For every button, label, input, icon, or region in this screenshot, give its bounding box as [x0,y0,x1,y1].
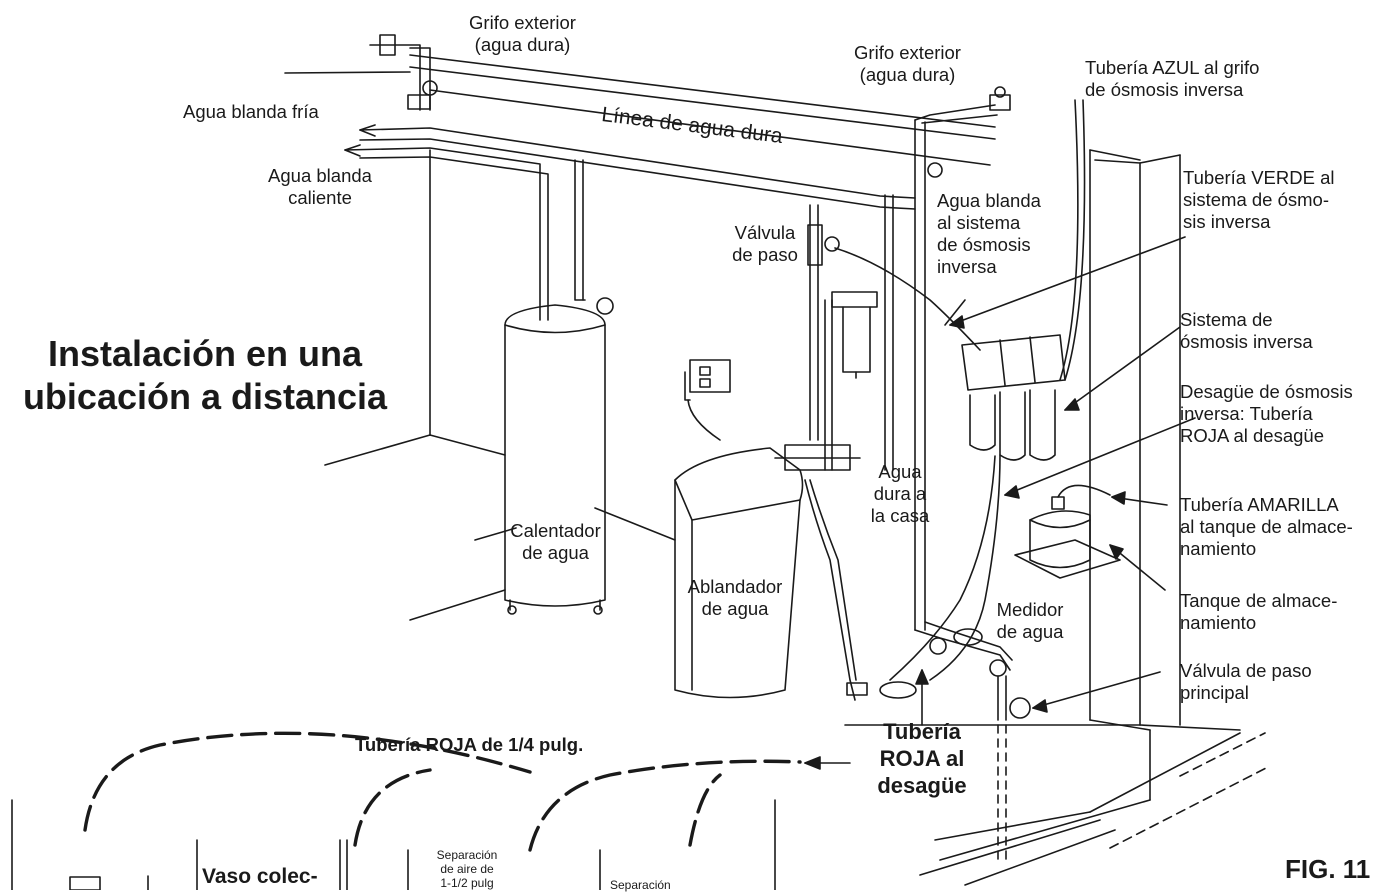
outdoor-faucet-left-label: Grifo exterior (agua dura) [469,12,576,55]
main-valve-label: Válvula de paso principal [1180,660,1312,703]
right-outdoor-faucet [914,86,1011,631]
red-tube-drain-label: Tubería ROJA al desagüe [877,719,967,798]
water-heater [504,297,614,615]
water-meter-label: Medidor de agua [996,599,1064,642]
soft-cold-label: Agua blanda fría [183,101,319,122]
page-title: Instalación en una ubicación a distancia [22,333,388,417]
red-tubing-dashed [83,731,802,852]
bypass-valve [774,204,981,471]
red-tube-quarter-label: Tubería ROJA de 1/4 pulg. [355,734,584,755]
electrical-outlet [684,359,731,441]
detail-panels [11,799,776,890]
drain-tubes [889,454,1001,681]
water-softener [674,447,917,701]
hot-arrow [344,144,361,157]
bypass-valve-label: Válvula de paso [732,222,798,265]
blue-tube-label: Tubería AZUL al grifo de ósmosis inversa [1085,57,1260,100]
leader-arrows [474,236,1196,770]
water-meter [914,621,1031,861]
prefilter [824,291,878,471]
yellow-tube-label: Tubería AMARILLA al tanque de almace- na… [1180,494,1353,559]
ro-system-label: Sistema de ósmosis inversa [1180,309,1313,352]
storage-tank [1014,484,1121,579]
ro-drain-label: Desagüe de ósmosis inversa: Tubería ROJA… [1180,381,1353,446]
cold-arrow [359,124,376,137]
figure-label: FIG. 11 [1285,854,1371,884]
air-gap-label-2: Separación [610,878,671,892]
room-outline [284,71,1271,886]
hard-water-line [409,54,996,166]
air-gap-label: Separación de aire de 1-1/2 pulg [436,848,498,890]
left-outdoor-faucet [369,34,438,111]
softener-label: Ablandador de agua [687,576,783,619]
hard-to-house-label: Agua dura a la casa [870,461,930,526]
soft-to-ro-label: Agua blanda al sistema de ósmosis invers… [937,190,1041,277]
green-tube-label: Tubería VERDE al sistema de ósmo- sis in… [1183,167,1335,232]
water-heater-label: Calentador de agua [510,520,601,563]
soft-water-lines [344,127,916,471]
ro-system [961,99,1086,461]
outdoor-faucet-right-label: Grifo exterior (agua dura) [854,42,961,85]
storage-tank-label: Tanque de almace- namiento [1180,590,1338,633]
catch-cup-label: Vaso colec- [202,865,318,888]
soft-hot-label: Agua blanda caliente [268,165,372,208]
